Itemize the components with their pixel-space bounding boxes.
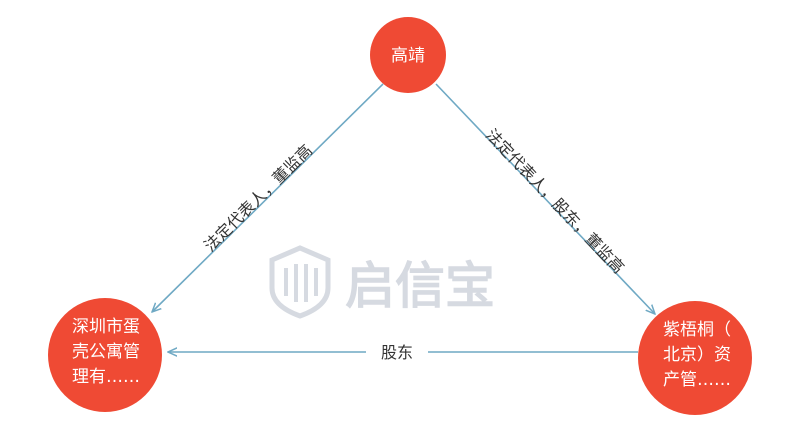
node-label-line: 产管…… [663,370,731,390]
edge-label: 股东 [381,343,413,362]
edge-line [435,83,655,314]
node-circle[interactable] [370,17,446,93]
shield-logo-icon [269,245,331,319]
node-label-line: 壳公寓管 [72,342,140,362]
node-label-line: 深圳市蛋 [72,317,140,337]
node-label-line: 高靖 [391,46,425,66]
edge-label: 法定代表人，董监高 [200,141,316,256]
edge-right-to-left: 股东 [168,340,638,364]
node-circle[interactable] [48,298,162,412]
edge-label-background [366,340,428,364]
node-circle[interactable] [638,301,752,415]
node-label-line: 紫梧桐（ [663,320,731,340]
node-label-line: 北京）资 [663,345,731,365]
node-left[interactable]: 深圳市蛋 壳公寓管 理有…… [48,298,162,412]
edge-label: 法定代表人，股东，董监高 [482,125,628,277]
node-right[interactable]: 紫梧桐（ 北京）资 产管…… [638,301,752,415]
edge-line [152,83,384,312]
watermark: 启信宝 [269,245,495,319]
node-top[interactable]: 高靖 [370,17,446,93]
watermark-text: 启信宝 [345,257,495,315]
node-label-line: 理有…… [72,367,140,387]
